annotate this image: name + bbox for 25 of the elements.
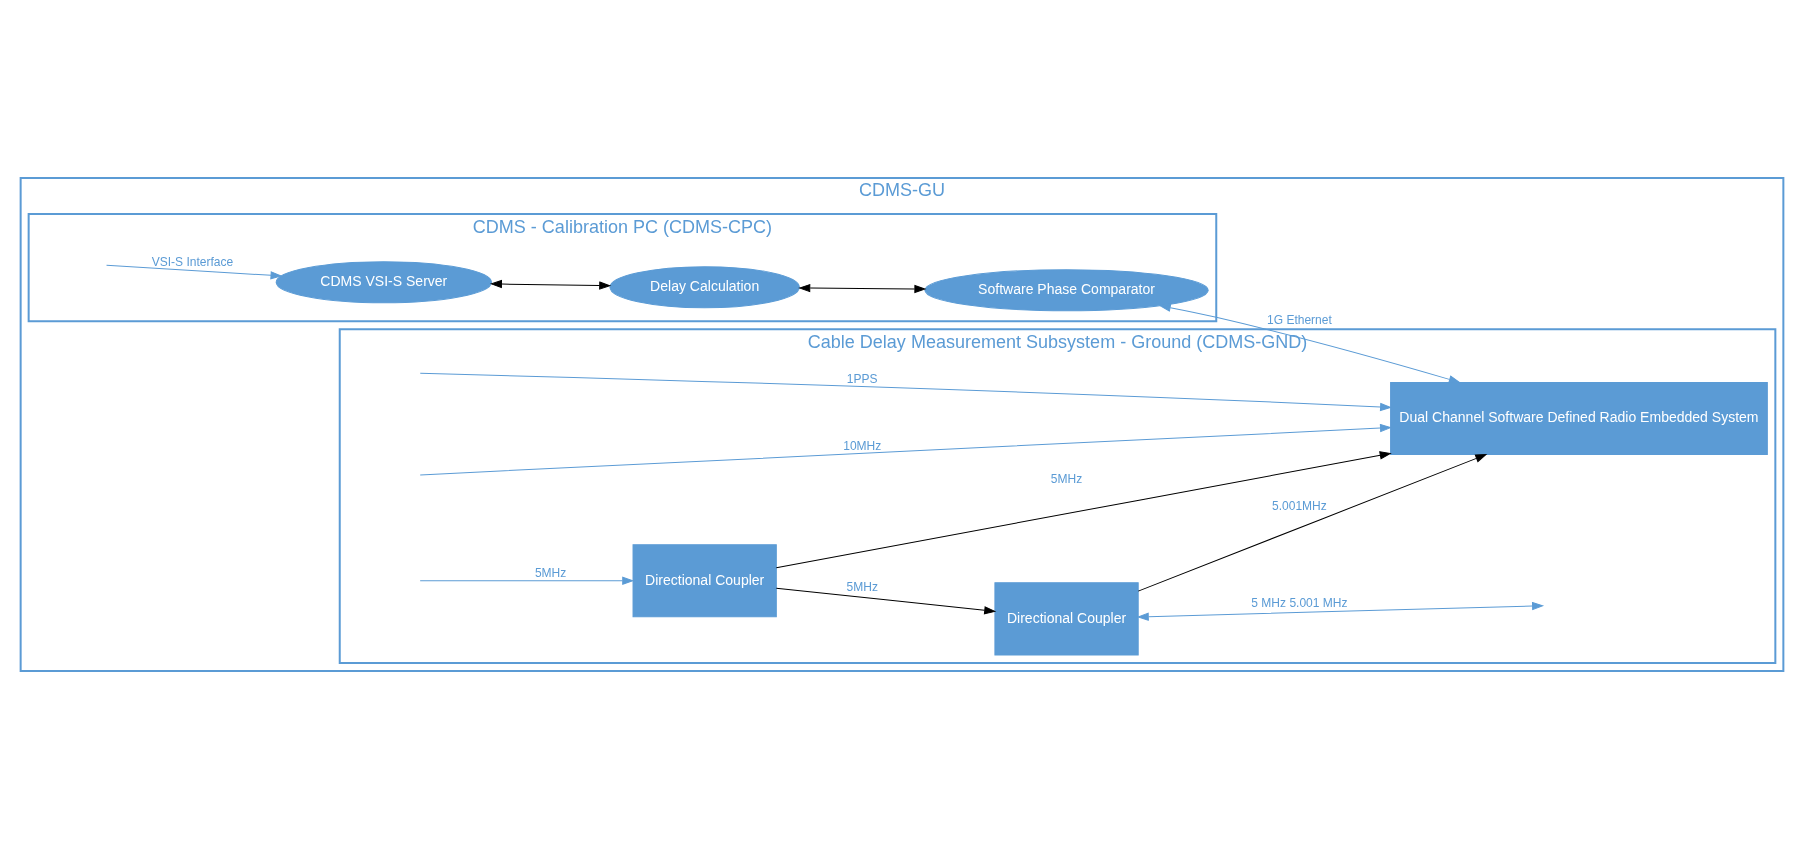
arrow: [419, 372, 1392, 411]
node-box: Directional Coupler: [632, 543, 777, 617]
arrow: [1137, 601, 1544, 621]
node-box: Dual Channel Software Defined Radio Embedded System: [1390, 381, 1768, 455]
node-ellipse: Delay Calculation: [609, 265, 800, 308]
node-box: Directional Coupler: [994, 581, 1139, 655]
edge-label: 5.001MHz: [1272, 498, 1327, 513]
node-ellipse: CDMS VSI-S Server: [275, 260, 492, 303]
arrow: [799, 283, 926, 293]
edge-label: VSI-S Interface: [151, 254, 234, 269]
arrow: [106, 264, 282, 279]
edge-label: 5MHz: [846, 579, 878, 594]
arrow: [490, 279, 611, 290]
arrow: [775, 587, 996, 614]
edge-label: 5MHz: [534, 565, 567, 580]
edge-label: 1G Ethernet: [1267, 312, 1332, 327]
arrow: [419, 576, 634, 585]
arrow: [775, 450, 1391, 568]
edge-label: 5 MHz 5.001 MHz: [1251, 595, 1348, 610]
edge-label: 1PPS: [846, 371, 878, 386]
edge-label: 10MHz: [843, 438, 882, 453]
edge-label: 5MHz: [1050, 471, 1083, 486]
arrow: [1159, 303, 1460, 383]
arrow: [419, 423, 1392, 475]
arrow: [1137, 453, 1487, 592]
